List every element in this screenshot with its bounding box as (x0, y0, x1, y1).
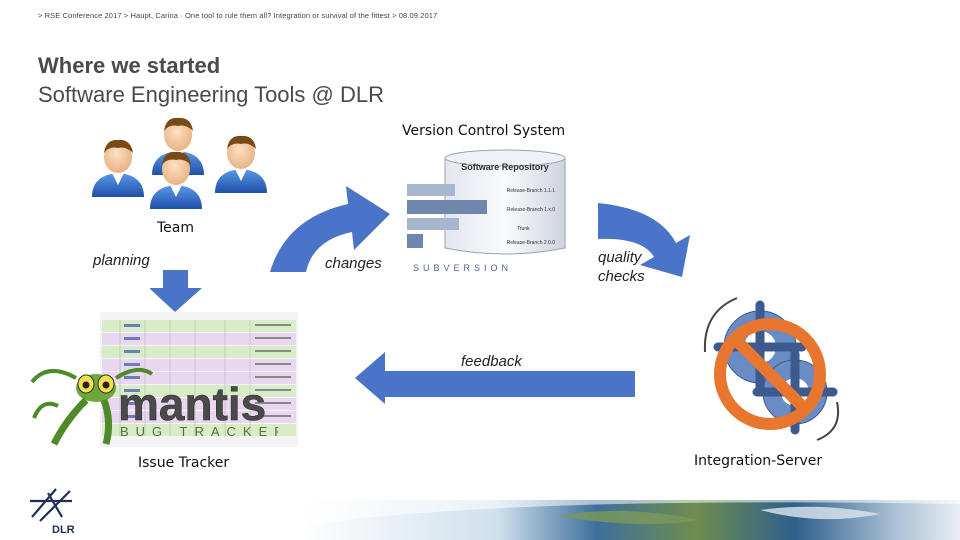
repository-title: Software Repository (461, 162, 549, 172)
team-icon (92, 117, 267, 209)
branch-label: Trunk (517, 226, 530, 232)
mantis-tagline: BUG TRACKER (120, 424, 278, 439)
left-arrow-icon (355, 352, 635, 404)
feedback-label: feedback (461, 353, 522, 370)
integration-server-icon (703, 297, 839, 441)
slide-title: Where we started (38, 53, 221, 78)
planning-label: planning (93, 252, 150, 269)
breadcrumb: > RSE Conference 2017 > Haupt, Carina · … (38, 11, 438, 20)
vcs-label: Version Control System (402, 123, 566, 139)
branch-label: Release-Branch 2.0.0 (507, 240, 556, 246)
branch-label: Release-Branch 1.x.0 (507, 207, 555, 213)
footer-banner (300, 500, 960, 540)
integration-server-label: Integration-Server (694, 453, 823, 469)
slide-subtitle: Software Engineering Tools @ DLR (38, 82, 384, 107)
subversion-logo: SUBVERSION (413, 263, 512, 273)
issue-tracker-label: Issue Tracker (138, 455, 230, 471)
checks-label: checks (598, 268, 645, 285)
curved-arrow-up-icon (270, 186, 390, 272)
mantis-logo: mantis BUG TRACKER (30, 367, 278, 446)
curved-arrow-down-icon (598, 203, 690, 277)
team-label: Team (157, 220, 195, 236)
quality-label: quality (598, 249, 642, 266)
software-repository-icon: Software Repository Release-Branch 1.1.1… (407, 149, 566, 273)
changes-label: changes (325, 255, 382, 272)
branch-label: Release-Branch 1.1.1 (507, 188, 556, 194)
mantis-wordmark: mantis (118, 378, 266, 430)
dlr-logo-text: DLR (52, 524, 75, 536)
dlr-logo-icon: DLR (30, 488, 75, 536)
down-arrow-icon (150, 270, 202, 312)
